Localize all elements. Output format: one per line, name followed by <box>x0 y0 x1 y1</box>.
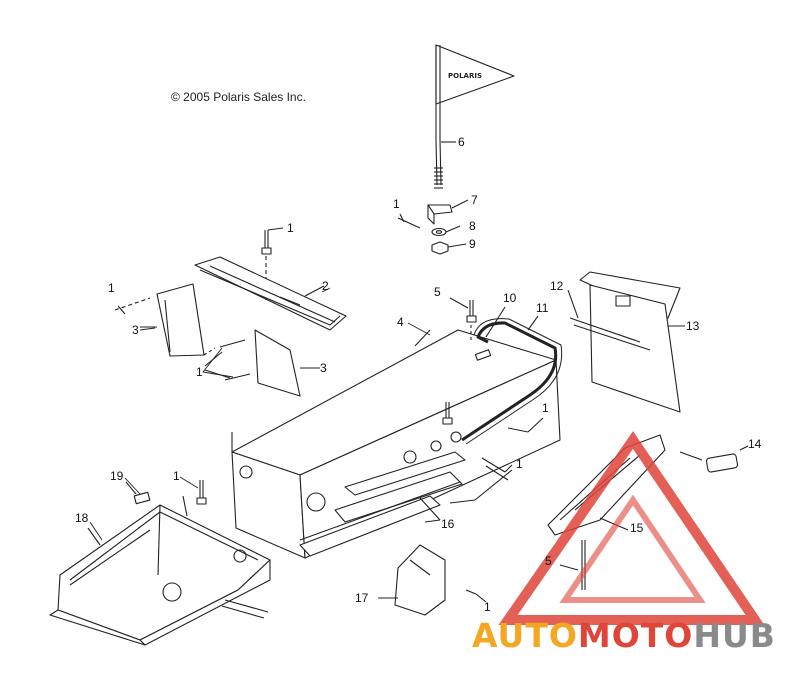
watermark-hub: HUB <box>693 616 776 655</box>
callout-3-plate-right: 3 <box>320 361 327 375</box>
callout-9-nut: 9 <box>469 237 476 251</box>
callout-2-rail: 2 <box>322 279 329 293</box>
side-cover <box>378 544 446 616</box>
bolt-5-top <box>449 297 477 340</box>
handle-grip <box>679 445 749 473</box>
callout-1-rail-bolt: 1 <box>287 221 294 235</box>
callout-3-plate-left: 3 <box>132 323 139 337</box>
flag-logo-text: POLARIS <box>448 72 482 80</box>
watermark-moto: MOTO <box>577 616 694 655</box>
side-plate-left <box>114 283 216 357</box>
callout-1-plate-screws: 1 <box>196 365 203 379</box>
tunnel-bolts <box>419 402 544 521</box>
tunnel-body <box>231 329 561 559</box>
callout-1-plate-bolt: 1 <box>108 281 115 295</box>
flag-mount-hardware <box>397 199 469 255</box>
rear-flap-assembly <box>567 271 685 413</box>
callout-6-flag: 6 <box>458 135 465 149</box>
rail-assembly <box>194 256 347 331</box>
callout-5-bolt-lower: 5 <box>545 554 552 568</box>
callout-1-lower-bolt: 1 <box>484 600 491 614</box>
callout-1-tunnel-bolt-right: 1 <box>542 401 549 415</box>
callout-1-frame-bolt: 1 <box>173 469 180 483</box>
callout-11-grab-bar: 11 <box>536 301 549 315</box>
callout-8-washer: 8 <box>469 219 476 233</box>
watermark-auto: AUTO <box>472 616 578 655</box>
bolt-lower <box>465 589 487 603</box>
callout-18-frame-box: 18 <box>75 511 89 525</box>
callout-1-tunnel-bolts: 1 <box>516 457 523 471</box>
callout-4-tunnel: 4 <box>397 315 404 329</box>
callout-15-hitch: 15 <box>630 521 644 535</box>
callout-7-bracket: 7 <box>471 193 478 207</box>
callout-14-grip: 14 <box>748 437 762 451</box>
watermark-logo-mark <box>498 431 765 625</box>
callout-16-runner: 16 <box>441 517 455 531</box>
watermark-brand: AUTOMOTOHUB <box>472 616 776 655</box>
callout-12-flap-strip: 12 <box>550 279 564 293</box>
callout-17-cover: 17 <box>355 591 369 605</box>
callout-1-flag-bolt: 1 <box>393 197 400 211</box>
flag-assembly <box>434 44 515 189</box>
grab-bar <box>461 306 563 445</box>
callout-19-clip: 19 <box>110 469 124 483</box>
copyright-notice: © 2005 Polaris Sales Inc. <box>171 90 306 104</box>
callout-10-grab-bar: 10 <box>503 291 517 305</box>
side-plate-right <box>204 329 320 397</box>
front-frame-box <box>49 480 271 646</box>
callout-13-flap: 13 <box>686 319 700 333</box>
callout-5-bolt-top: 5 <box>434 285 441 299</box>
leader-lines <box>89 287 441 599</box>
